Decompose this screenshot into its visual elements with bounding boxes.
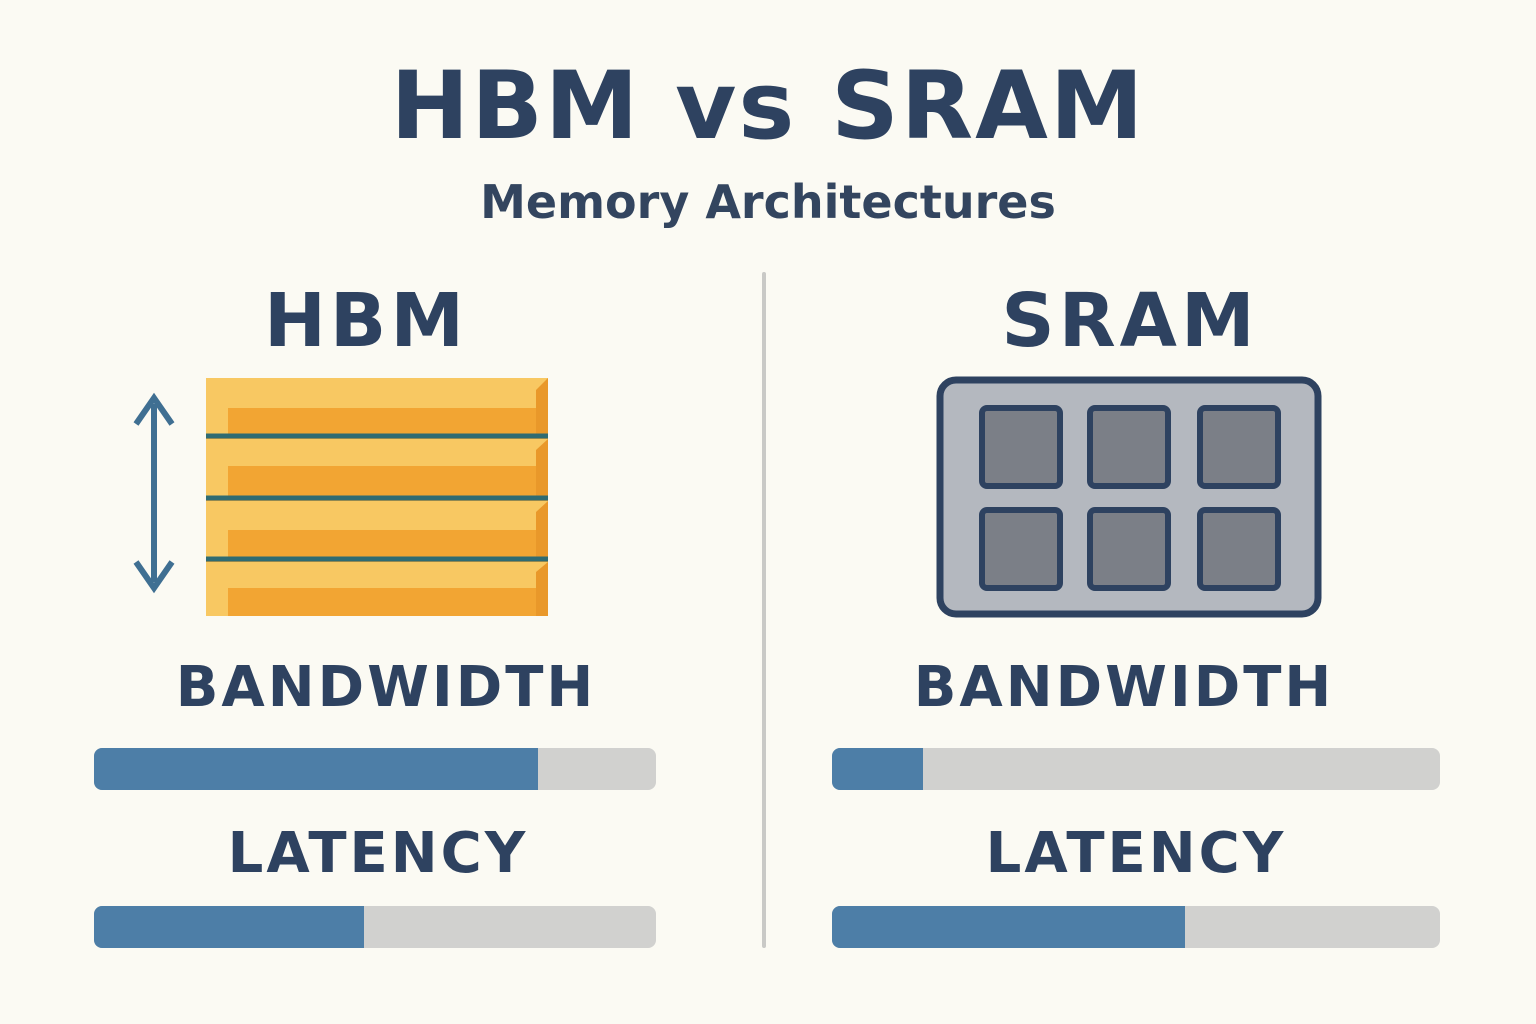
stacked-layers-icon: [206, 378, 548, 616]
hbm-bandwidth-label: BANDWIDTH: [175, 655, 597, 720]
sram-bandwidth-label: BANDWIDTH: [913, 655, 1335, 720]
sram-latency-bar: [832, 906, 1440, 948]
hbm-latency-label: LATENCY: [227, 821, 529, 886]
page-title: HBM vs SRAM: [390, 52, 1146, 161]
sram-bandwidth-bar: [832, 748, 1440, 790]
hbm-latency-fill: [94, 906, 364, 948]
page-subtitle: Memory Architectures: [480, 175, 1056, 229]
hbm-latency-bar: [94, 906, 656, 948]
hbm-title: HBM: [264, 278, 468, 364]
sram-latency-fill: [832, 906, 1185, 948]
sram-latency-label: LATENCY: [985, 821, 1287, 886]
sram-bandwidth-fill: [832, 748, 924, 790]
hbm-bandwidth-bar: [94, 748, 656, 790]
hbm-bandwidth-fill: [94, 748, 538, 790]
sram-title: SRAM: [1001, 278, 1259, 364]
cell-grid-icon: [936, 376, 1322, 618]
center-divider: [762, 272, 766, 948]
vertical-double-arrow-icon: [133, 392, 175, 594]
